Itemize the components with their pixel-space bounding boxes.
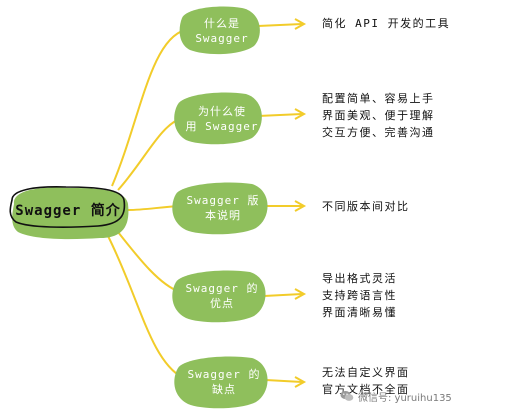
branch-label-4: Swagger 的 优点 bbox=[185, 282, 259, 310]
detail-line: 界面美观、便于理解 bbox=[322, 109, 435, 122]
branch-details-3: 不同版本间对比 bbox=[322, 198, 410, 215]
connector-root-branch-1 bbox=[111, 29, 186, 187]
arrow-branch-2 bbox=[257, 108, 307, 120]
branch-label-1: 什么是 Swagger bbox=[195, 17, 249, 45]
arrow-branch-1 bbox=[257, 18, 307, 30]
root-label: Swagger 简介 bbox=[15, 203, 121, 219]
branch-label-5: Swagger 的 缺点 bbox=[187, 368, 261, 396]
branch-blob-2 bbox=[174, 92, 262, 145]
detail-line: 无法自定义界面 bbox=[322, 366, 410, 379]
branch-label-2: 为什么使 用 Swagger bbox=[185, 105, 259, 133]
detail-line: 支持跨语言性 bbox=[322, 289, 397, 302]
arrow-branch-3 bbox=[266, 200, 307, 212]
branch-blob-3 bbox=[172, 182, 268, 235]
branch-node-1: 什么是 Swagger bbox=[180, 8, 264, 54]
detail-line: 不同版本间对比 bbox=[322, 200, 410, 213]
branch-blob-5 bbox=[174, 356, 268, 409]
branch-blob-4 bbox=[172, 270, 266, 323]
branch-details-1: 简化 API 开发的工具 bbox=[322, 15, 450, 32]
detail-line: 界面清晰易懂 bbox=[322, 306, 397, 319]
detail-line: 导出格式灵活 bbox=[322, 272, 397, 285]
detail-line: 交互方便、完善沟通 bbox=[322, 126, 435, 139]
arrow-branch-4 bbox=[263, 288, 307, 300]
branch-blob-1 bbox=[179, 6, 260, 55]
watermark-text: 微信号: yuruihu135 bbox=[358, 392, 452, 404]
branch-node-4: Swagger 的 优点 bbox=[172, 272, 272, 320]
connector-root-branch-5 bbox=[107, 235, 184, 379]
detail-line: 简化 API 开发的工具 bbox=[322, 17, 451, 30]
branch-node-5: Swagger 的 缺点 bbox=[174, 358, 274, 406]
branch-node-3: Swagger 版 本说明 bbox=[172, 184, 274, 232]
detail-line: 配置简单、容易上手 bbox=[322, 92, 435, 105]
watermark: 微信号: yuruihu135 bbox=[340, 386, 514, 406]
connector-root-branch-2 bbox=[117, 117, 183, 191]
connector-root-branch-4 bbox=[117, 231, 181, 293]
arrow-branch-5 bbox=[265, 376, 307, 388]
branch-details-4: 导出格式灵活 支持跨语言性 界面清晰易懂 bbox=[322, 270, 397, 321]
branch-details-2: 配置简单、容易上手 界面美观、便于理解 交互方便、完善沟通 bbox=[322, 90, 435, 141]
branch-label-3: Swagger 版 本说明 bbox=[186, 194, 260, 222]
branch-node-2: 为什么使 用 Swagger bbox=[174, 95, 270, 143]
root-node: Swagger 简介 bbox=[7, 186, 129, 234]
root-outline bbox=[9, 186, 126, 228]
wechat-icon bbox=[340, 391, 354, 401]
